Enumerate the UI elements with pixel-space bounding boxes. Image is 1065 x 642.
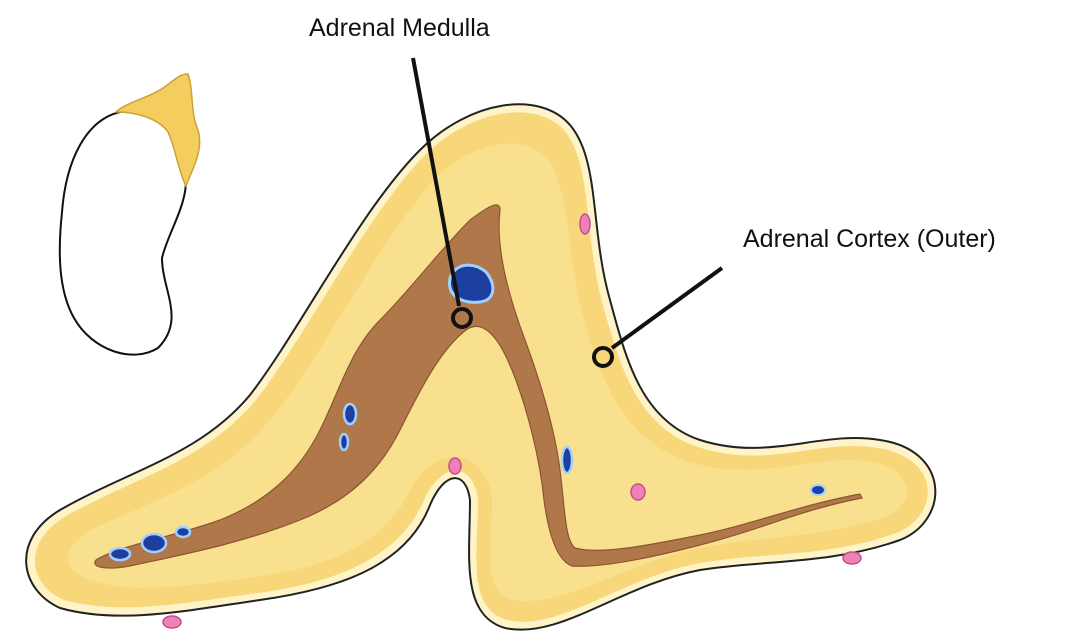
- vein-7: [176, 527, 190, 537]
- vein-6: [142, 534, 166, 552]
- fat-nodule-5: [163, 616, 181, 628]
- vein-3: [562, 447, 572, 473]
- cortex-leader-line: [612, 268, 722, 348]
- kidney-thumbnail: [60, 74, 200, 355]
- vein-2: [340, 434, 348, 450]
- kidney-outline-icon: [60, 109, 186, 354]
- fat-nodule-2: [449, 458, 461, 474]
- label-adrenal-cortex: Adrenal Cortex (Outer): [743, 227, 996, 252]
- fat-nodule-4: [843, 552, 861, 564]
- fat-nodule-3: [631, 484, 645, 500]
- vein-5: [110, 548, 130, 560]
- vein-4: [811, 485, 825, 495]
- label-adrenal-medulla: Adrenal Medulla: [309, 16, 490, 41]
- fat-nodule-1: [580, 214, 590, 234]
- vein-1: [344, 404, 356, 424]
